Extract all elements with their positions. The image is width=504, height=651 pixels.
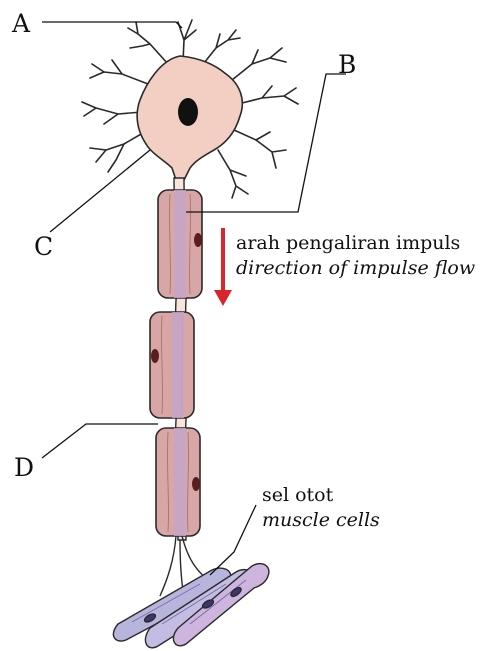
leader-muscle [210, 505, 256, 575]
impulse-arrow-icon [214, 228, 232, 306]
muscle-caption-malay: sel otot [262, 485, 333, 507]
leader-a [42, 22, 182, 28]
muscle-cells [113, 564, 268, 648]
label-a: A [12, 11, 30, 36]
label-c: C [34, 234, 53, 259]
label-b: B [338, 52, 356, 77]
myelin-sheath-2 [150, 312, 194, 418]
leader-c [50, 150, 150, 232]
leader-d [42, 424, 158, 458]
muscle-caption-english: muscle cells [262, 510, 380, 532]
nucleus [178, 98, 198, 126]
label-d: D [14, 455, 34, 480]
impulse-caption-english: direction of impulse flow [236, 258, 475, 280]
myelin-sheath-1 [158, 190, 202, 298]
myelin-sheath-3 [156, 428, 200, 536]
impulse-caption-malay: arah pengaliran impuls [236, 233, 460, 255]
